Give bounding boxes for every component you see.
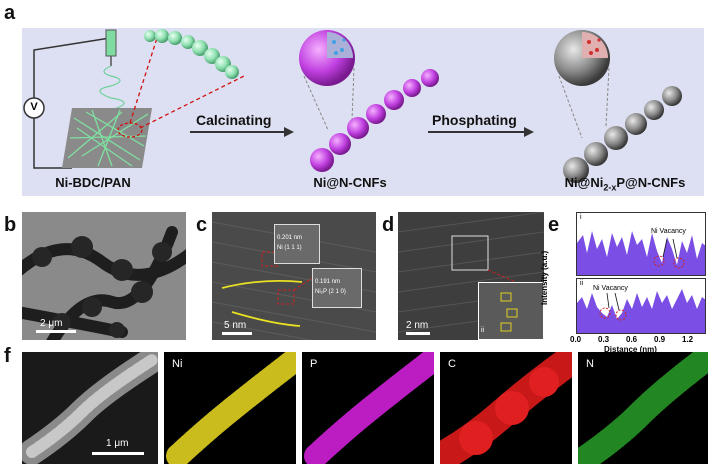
voltage-symbol: V bbox=[30, 101, 38, 113]
inset2-plane: Ni₂P (2 1 0) bbox=[315, 289, 346, 295]
panel-label-e: e bbox=[548, 214, 560, 236]
step-calcinating: Calcinating bbox=[196, 112, 272, 128]
scalebar-d-label: 2 nm bbox=[406, 320, 429, 331]
hrtem-image-c: 0.201 nm Ni (1 1 1) 0.191 nm Ni₂P (2 1 0… bbox=[212, 212, 376, 340]
haadf-fiber bbox=[22, 352, 158, 464]
scheme-drawing bbox=[23, 29, 682, 183]
panel-label-b: b bbox=[4, 214, 17, 236]
hrtem-d-lattice bbox=[398, 212, 544, 333]
profile-ticks: 0.0 0.3 0.6 0.9 1.2 bbox=[570, 335, 706, 345]
tem-b-beads bbox=[22, 226, 186, 340]
eds-ni-label: Ni bbox=[172, 358, 183, 370]
panel-label-d: d bbox=[382, 214, 395, 236]
scalebar-b-label: 2 μm bbox=[40, 318, 63, 329]
inset1-spacing: 0.201 nm bbox=[277, 235, 303, 241]
tem-image-b: 2 μm bbox=[22, 212, 186, 340]
profile-ii-vacancy: Ni Vacancy bbox=[593, 285, 628, 292]
label-ni-bdc-pan: Ni-BDC/PAN bbox=[55, 175, 131, 190]
inset2-spacing: 0.191 nm bbox=[315, 279, 341, 285]
hrtem-image-d: ii 2 nm bbox=[398, 212, 544, 340]
profile-plot-i: i Ni Vacancy bbox=[576, 212, 706, 276]
profile-i-vacancy: Ni Vacancy bbox=[651, 228, 686, 235]
eds-n-label: N bbox=[586, 358, 594, 370]
tick-3: 0.9 bbox=[654, 335, 666, 344]
scalebar-f-label: 1 μm bbox=[106, 438, 129, 449]
eds-ni-signal bbox=[166, 352, 296, 464]
scalebar-c bbox=[222, 332, 252, 335]
scalebar-d bbox=[406, 332, 430, 335]
profile-ii-tag: ii bbox=[580, 280, 584, 287]
inset1-plane: Ni (1 1 1) bbox=[277, 245, 302, 251]
inset-d-zoom: ii bbox=[478, 282, 544, 340]
profile-ii-area bbox=[577, 289, 705, 333]
label-ni-ncnfs: Ni@N-CNFs bbox=[313, 175, 387, 190]
profile-ylabel: Intensity (a.u.) bbox=[540, 250, 549, 305]
synthesis-scheme: V Calcinating Phosphating bbox=[22, 28, 704, 196]
scalebar-f bbox=[92, 452, 144, 455]
panel-label-c: c bbox=[196, 214, 208, 236]
profile-plot-ii: ii Ni Vacancy bbox=[576, 278, 706, 334]
panel-label-f: f bbox=[4, 345, 11, 367]
tick-4: 1.2 bbox=[682, 335, 694, 344]
eds-p-label: P bbox=[310, 358, 318, 370]
tick-2: 0.6 bbox=[626, 335, 638, 344]
inset-d-tag: ii bbox=[481, 327, 485, 334]
eds-map-ni: Ni bbox=[164, 352, 296, 464]
label-ni-ni2p-ncnfs: Ni@Ni2-xP@N-CNFs bbox=[540, 175, 710, 193]
label3-tail: P@N-CNFs bbox=[616, 175, 686, 190]
eds-map-n: N bbox=[578, 352, 708, 464]
inset-ni-111: 0.201 nm Ni (1 1 1) bbox=[274, 224, 320, 264]
profile-i-tag: i bbox=[580, 214, 582, 221]
inset-d-markers bbox=[500, 292, 518, 332]
eds-n-signal bbox=[578, 352, 708, 464]
profile-xlabel: Distance (nm) bbox=[604, 345, 657, 354]
panel-label-a: a bbox=[4, 2, 16, 24]
label3-main: Ni@Ni bbox=[564, 175, 604, 190]
eds-p-signal bbox=[304, 352, 434, 464]
tick-1: 0.3 bbox=[598, 335, 610, 344]
haadf-image: 1 μm bbox=[22, 352, 158, 464]
eds-c-label: C bbox=[448, 358, 456, 370]
label3-sub: 2-x bbox=[603, 182, 617, 193]
inset-ni2p-210: 0.191 nm Ni₂P (2 1 0) bbox=[312, 268, 362, 308]
scalebar-b bbox=[36, 330, 76, 333]
scalebar-c-label: 5 nm bbox=[224, 320, 247, 331]
step-phosphating: Phosphating bbox=[432, 112, 517, 128]
tick-0: 0.0 bbox=[570, 335, 582, 344]
eds-map-c: C bbox=[440, 352, 572, 464]
eds-map-p: P bbox=[302, 352, 434, 464]
profile-i-area bbox=[577, 231, 705, 275]
eds-c-signal bbox=[440, 352, 572, 464]
